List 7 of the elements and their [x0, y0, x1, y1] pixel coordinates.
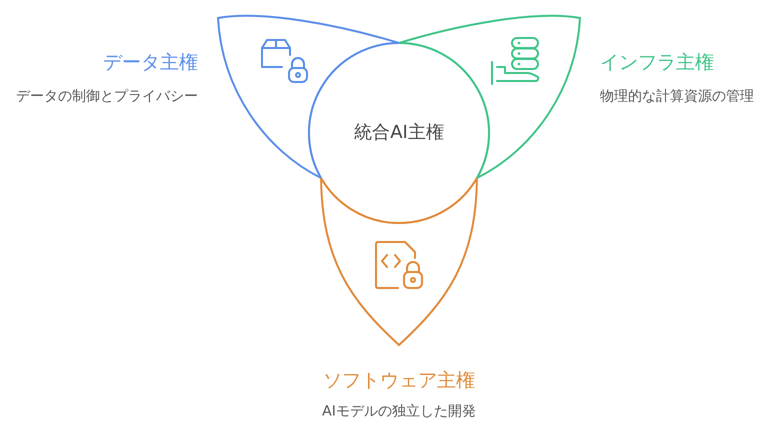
- section-description: 物理的な計算資源の管理: [600, 88, 754, 106]
- section-heading: インフラ主権: [600, 52, 714, 74]
- section-heading: ソフトウェア主権: [323, 370, 475, 392]
- center-label: 統合AI主権: [354, 122, 444, 144]
- section-description: AIモデルの独立した開発: [322, 404, 476, 420]
- section-description: データの制御とプライバシー: [16, 88, 198, 106]
- section-heading: データ主権: [103, 52, 198, 74]
